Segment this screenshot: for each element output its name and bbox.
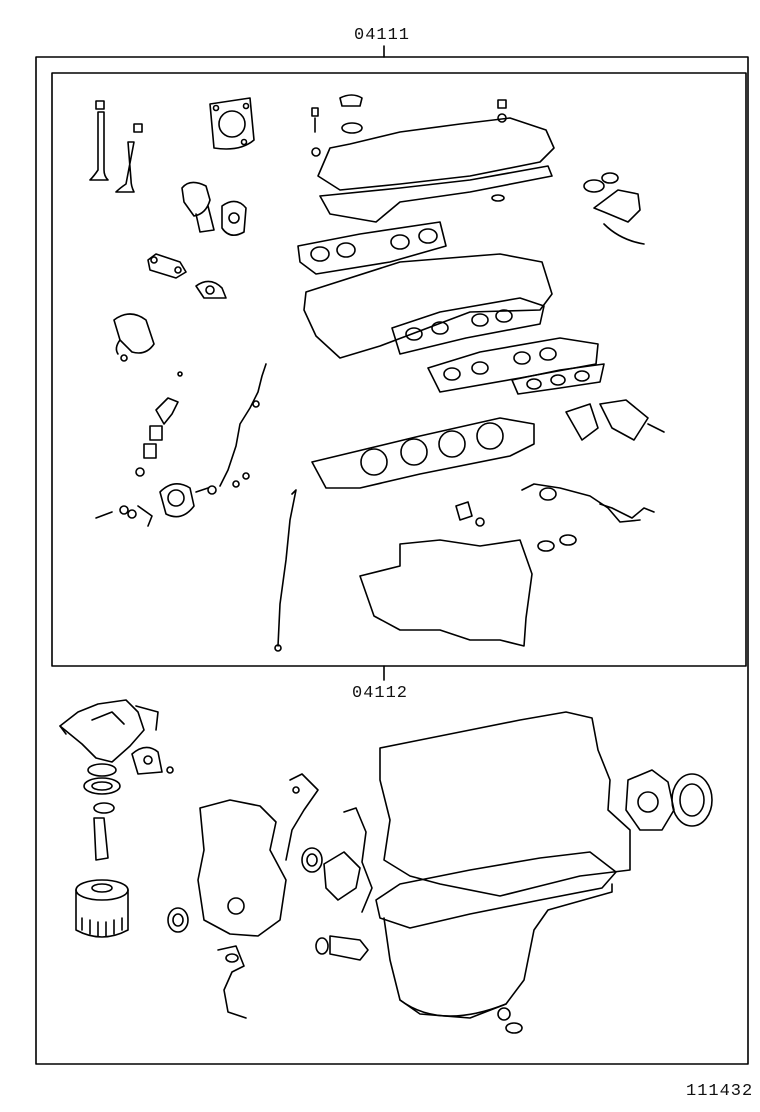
exhaust-manifold-gasket-2 <box>428 338 598 392</box>
injector-assembly <box>136 398 178 476</box>
intake-manifold-gasket <box>298 222 446 274</box>
cylinder-head-gasket <box>312 418 534 488</box>
kit-label-04111: 04111 <box>354 26 411 45</box>
intake-valve <box>90 101 108 180</box>
pipe-gasket-pair <box>316 936 368 960</box>
small-bolts-upper <box>312 100 506 156</box>
oil-filter <box>76 880 128 937</box>
water-bypass-gasket <box>566 400 664 440</box>
timing-cover-gasket <box>198 800 286 936</box>
figure-number: 111432 <box>686 1082 754 1101</box>
throttle-body-gasket <box>210 98 254 149</box>
oil-filter-bracket <box>60 700 158 762</box>
thermostat-housing <box>114 314 182 376</box>
kit-label-04112: 04112 <box>352 684 409 703</box>
exhaust-manifold-gasket-1 <box>392 298 544 354</box>
camshaft-oil-seal <box>302 848 322 872</box>
oil-drain-plug-upper <box>456 502 484 526</box>
oil-filter-union <box>94 818 108 860</box>
water-outlet <box>182 182 214 232</box>
cylinder-block-outline-upper <box>360 540 532 646</box>
inner-frame <box>52 73 746 680</box>
outer-frame <box>36 46 748 1064</box>
oil-pan-gasket <box>376 852 616 928</box>
small-seal-set <box>96 506 152 526</box>
spark-plug-tube-seal <box>492 195 504 201</box>
water-outlet-gasket <box>222 201 246 235</box>
timing-case-gasket <box>286 774 318 860</box>
cylinder-head-cover-gasket <box>318 118 554 222</box>
oil-filler-cap <box>340 95 362 133</box>
rear-oil-seal-retainer-gasket <box>626 770 674 830</box>
oil-pan <box>384 884 612 1018</box>
dipstick-guide-upper <box>220 364 266 487</box>
water-outlet-pipe-seal <box>584 173 644 244</box>
oil-filter-bracket-gasket <box>132 747 173 774</box>
exhaust-valve <box>116 124 142 192</box>
water-pump-gasket <box>324 808 372 912</box>
crankshaft-front-oil-seal <box>168 908 188 932</box>
crankshaft-rear-oil-seal <box>672 774 712 826</box>
idle-control-valve <box>160 484 216 517</box>
oil-pan-drain-plug <box>498 1008 522 1033</box>
exhaust-manifold-gasket-3 <box>512 364 604 394</box>
water-inlet-pipe <box>218 946 246 1018</box>
oil-level-gauge <box>275 490 296 651</box>
oil-cooler-pipe <box>522 484 654 522</box>
sensor-gasket <box>196 281 226 298</box>
small-flange-gaskets <box>538 535 576 551</box>
oil-filter-o-rings <box>84 764 120 813</box>
cylinder-block-outline-lower <box>380 712 630 896</box>
sensor-bracket <box>148 254 186 278</box>
head-gasket-upper <box>304 254 552 358</box>
